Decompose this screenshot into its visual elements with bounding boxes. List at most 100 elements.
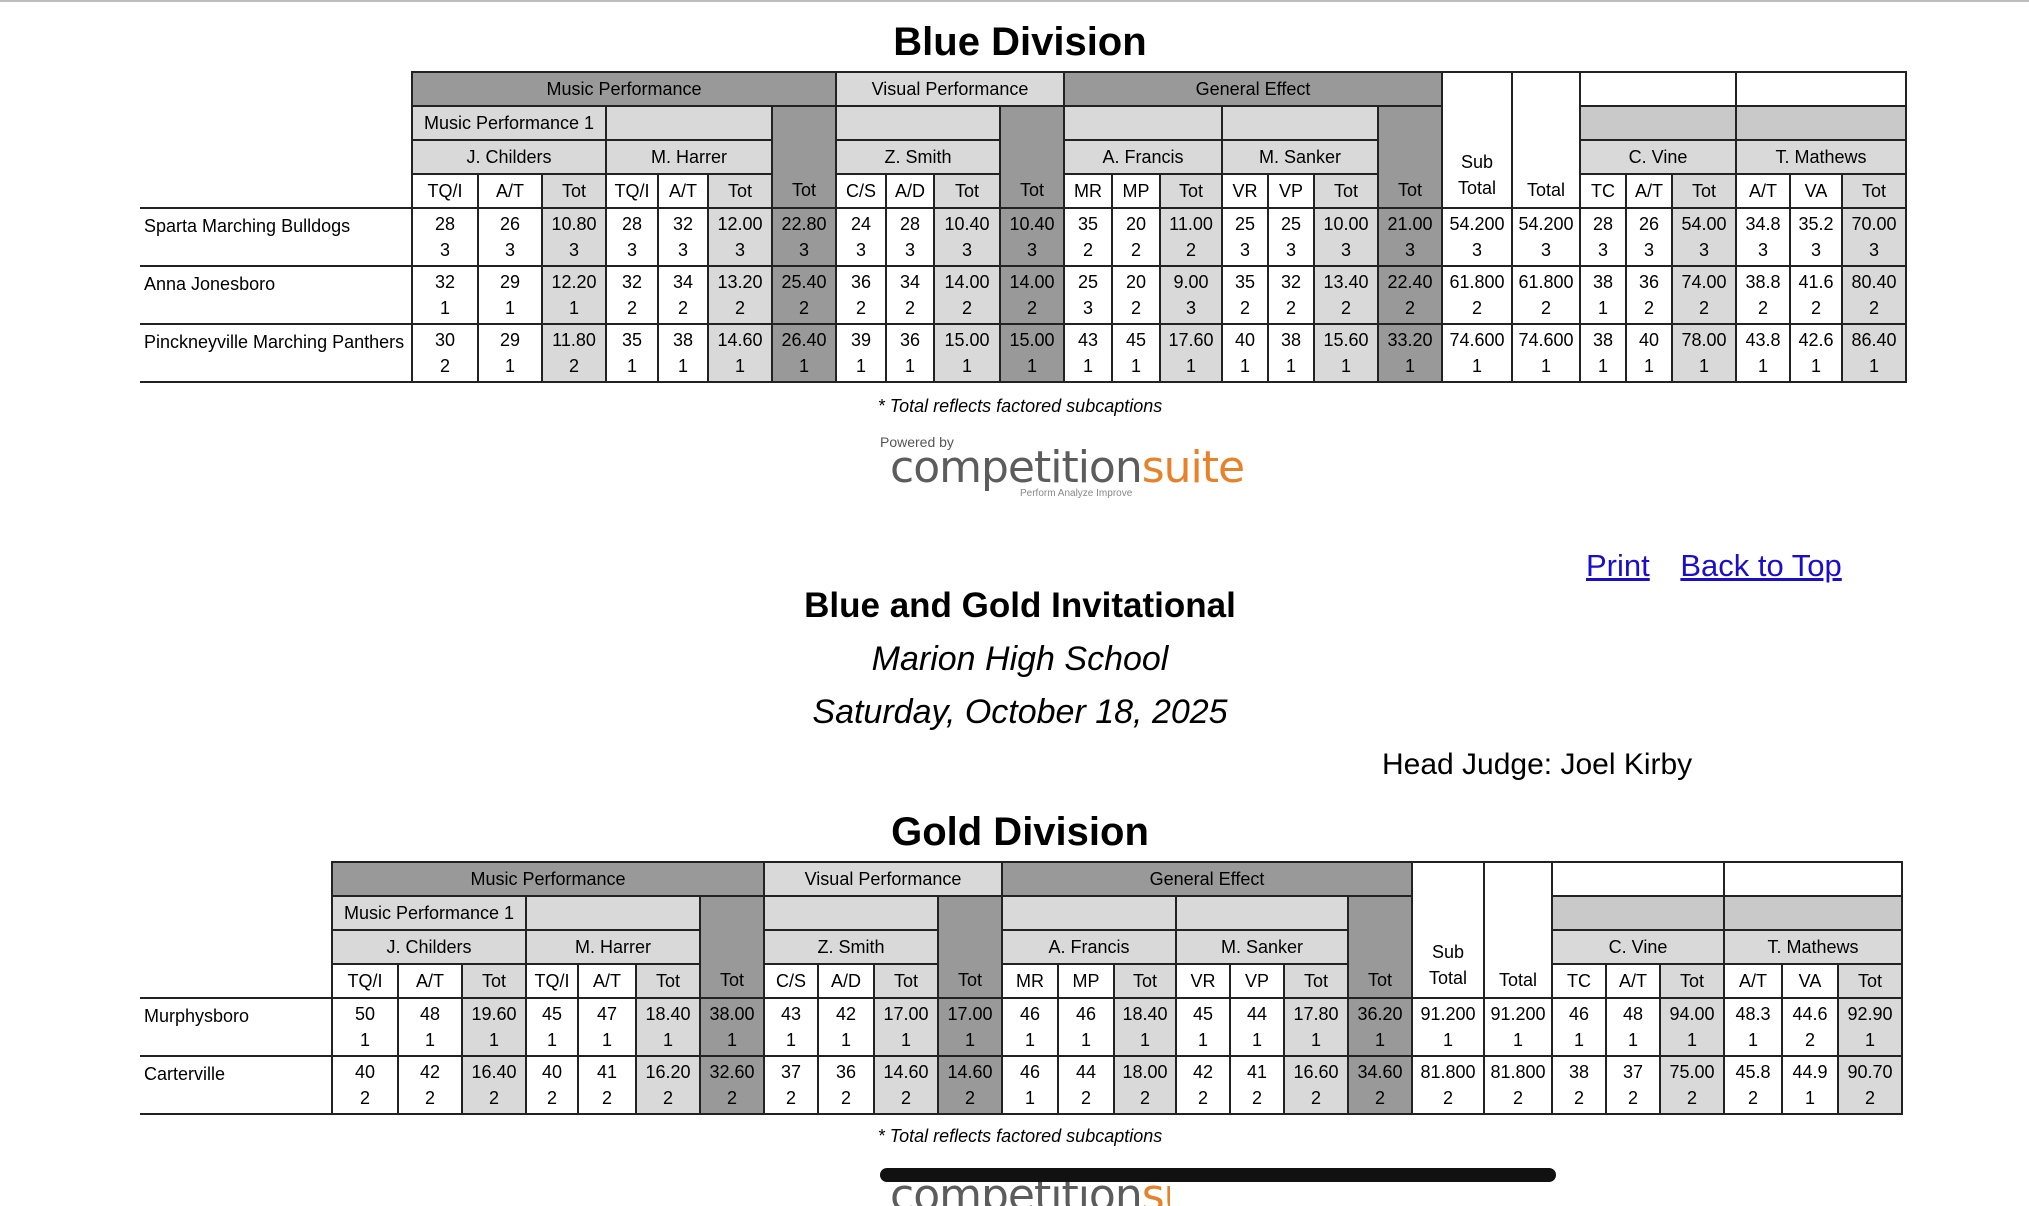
score-rank: 2 — [961, 298, 972, 318]
score-value: 17.00 — [947, 1004, 993, 1024]
score-value: 41.6 — [1798, 272, 1834, 292]
caption-general-effect: General Effect — [1063, 71, 1443, 107]
score-value: 36.20 — [1357, 1004, 1403, 1024]
score-value: 28 — [621, 214, 643, 234]
score-rank: 1 — [726, 1030, 737, 1050]
score-value: 91.200 — [1420, 1004, 1476, 1024]
score-value: 14.60 — [883, 1062, 929, 1082]
col-mr: MR — [1001, 963, 1059, 999]
col-tc: TC — [1579, 173, 1627, 209]
score-rank: 1 — [961, 356, 972, 376]
score-rank: 1 — [855, 356, 866, 376]
col-ge-tot: Tot — [1367, 970, 1392, 990]
col-tot: Tot — [1659, 963, 1725, 999]
header-sub-total: Sub Total — [1411, 861, 1485, 999]
score-rank: 2 — [1239, 298, 1250, 318]
score-rank: 3 — [1239, 240, 1250, 260]
score-value: 25 — [1280, 214, 1302, 234]
score-value: 35.2 — [1798, 214, 1834, 234]
corner-blank — [140, 106, 412, 140]
score-cell: 74.600 1 — [1441, 323, 1513, 383]
score-rank: 2 — [1130, 240, 1141, 260]
corner-blank — [140, 140, 412, 174]
score-value: 34.8 — [1745, 214, 1781, 234]
subcaption-blank — [525, 895, 701, 931]
score-rank: 1 — [504, 298, 515, 318]
score-rank: 1 — [1024, 1088, 1035, 1108]
score-rank: 1 — [1404, 356, 1415, 376]
score-rank: 1 — [662, 1030, 673, 1050]
col-tc: TC — [1551, 963, 1607, 999]
score-value: 41 — [1246, 1062, 1268, 1082]
score-rank: 1 — [1080, 1030, 1091, 1050]
score-value: 61.800 — [1449, 272, 1505, 292]
subcaption-music-performance-1: Music Performance 1 — [331, 895, 527, 931]
score-value: 36 — [835, 1062, 857, 1082]
corner-blank — [140, 174, 412, 208]
score-value: 35 — [1234, 272, 1256, 292]
col-vp: VP — [1267, 173, 1315, 209]
print-link[interactable]: Print — [1586, 548, 1650, 583]
caption-music-performance: Music Performance — [411, 71, 837, 107]
ge-tot-spacer: Tot — [1377, 105, 1443, 209]
sub-total-label: Sub Total — [1428, 942, 1468, 988]
score-rank: 1 — [1471, 356, 1482, 376]
score-rank: 2 — [726, 1088, 737, 1108]
score-rank: 1 — [840, 1030, 851, 1050]
score-rank: 2 — [1404, 298, 1415, 318]
score-value: 16.20 — [645, 1062, 691, 1082]
score-rank: 2 — [1540, 298, 1551, 318]
score-rank: 2 — [1310, 1088, 1321, 1108]
caption-blank-1 — [1579, 71, 1737, 107]
col-tot: Tot — [541, 173, 607, 209]
score-rank: 1 — [1540, 356, 1551, 376]
corner-blank — [140, 896, 332, 930]
score-value: 36 — [850, 272, 872, 292]
score-rank: 3 — [1868, 240, 1879, 260]
score-value: 34.60 — [1357, 1062, 1403, 1082]
score-rank: 2 — [568, 356, 579, 376]
col-tqi: TQ/I — [605, 173, 659, 209]
col-vr: VR — [1221, 173, 1269, 209]
score-rank: 1 — [1285, 356, 1296, 376]
music-tot-spacer: Tot — [699, 895, 765, 999]
back-to-top-link[interactable]: Back to Top — [1680, 548, 1842, 583]
col-tot: Tot — [1159, 173, 1223, 209]
score-value: 17.60 — [1168, 330, 1214, 350]
score-value: 17.00 — [883, 1004, 929, 1024]
score-value: 18.00 — [1122, 1062, 1168, 1082]
score-value: 42 — [835, 1004, 857, 1024]
score-value: 40 — [541, 1062, 563, 1082]
horizontal-scrollbar[interactable] — [880, 1168, 1556, 1182]
score-value: 74.600 — [1449, 330, 1505, 350]
score-value: 40 — [354, 1062, 376, 1082]
score-value: 44.9 — [1792, 1062, 1828, 1082]
col-cs: C/S — [763, 963, 819, 999]
judge-vine: C. Vine — [1551, 929, 1725, 965]
